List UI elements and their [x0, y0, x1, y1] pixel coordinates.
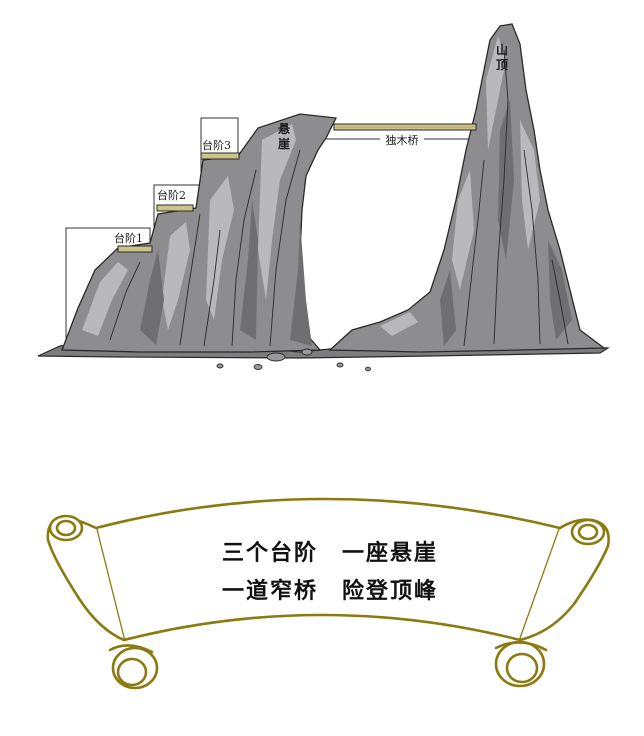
- left-rock-shadows: [140, 200, 312, 346]
- scroll-banner: 三个台阶 一座悬崖 一道窄桥 险登顶峰: [46, 497, 610, 690]
- label-summit-2: 顶: [496, 58, 508, 72]
- plank-step-3: [200, 152, 240, 160]
- plank-step-1: [117, 245, 153, 253]
- single-log-bridge: [333, 123, 477, 131]
- label-summit-1: 山: [496, 42, 508, 57]
- scroll-line-2: 一道窄桥 险登顶峰: [222, 578, 438, 604]
- plank-step-2: [156, 204, 194, 212]
- label-cliff-1: 悬: [277, 122, 290, 136]
- label-bridge: 独木桥: [386, 134, 419, 147]
- right-peak-shadows: [440, 100, 572, 346]
- scroll-line-1: 三个台阶 一座悬崖: [222, 540, 438, 566]
- right-peak-highlights: [380, 36, 540, 336]
- label-step-2: 台阶2: [157, 188, 186, 202]
- label-step-3: 台阶3: [202, 138, 231, 152]
- label-cliff-2: 崖: [278, 136, 290, 151]
- label-step-1: 台阶1: [114, 231, 143, 245]
- left-rock-cracks: [109, 149, 301, 347]
- step-planks: [117, 152, 240, 253]
- right-peak-cracks: [463, 49, 569, 347]
- scroll-body: [94, 497, 562, 642]
- mountain-illustration: 独木桥 台阶1 台阶2 台阶3 悬 崖 山 顶: [37, 23, 610, 372]
- pebbles: [216, 348, 371, 372]
